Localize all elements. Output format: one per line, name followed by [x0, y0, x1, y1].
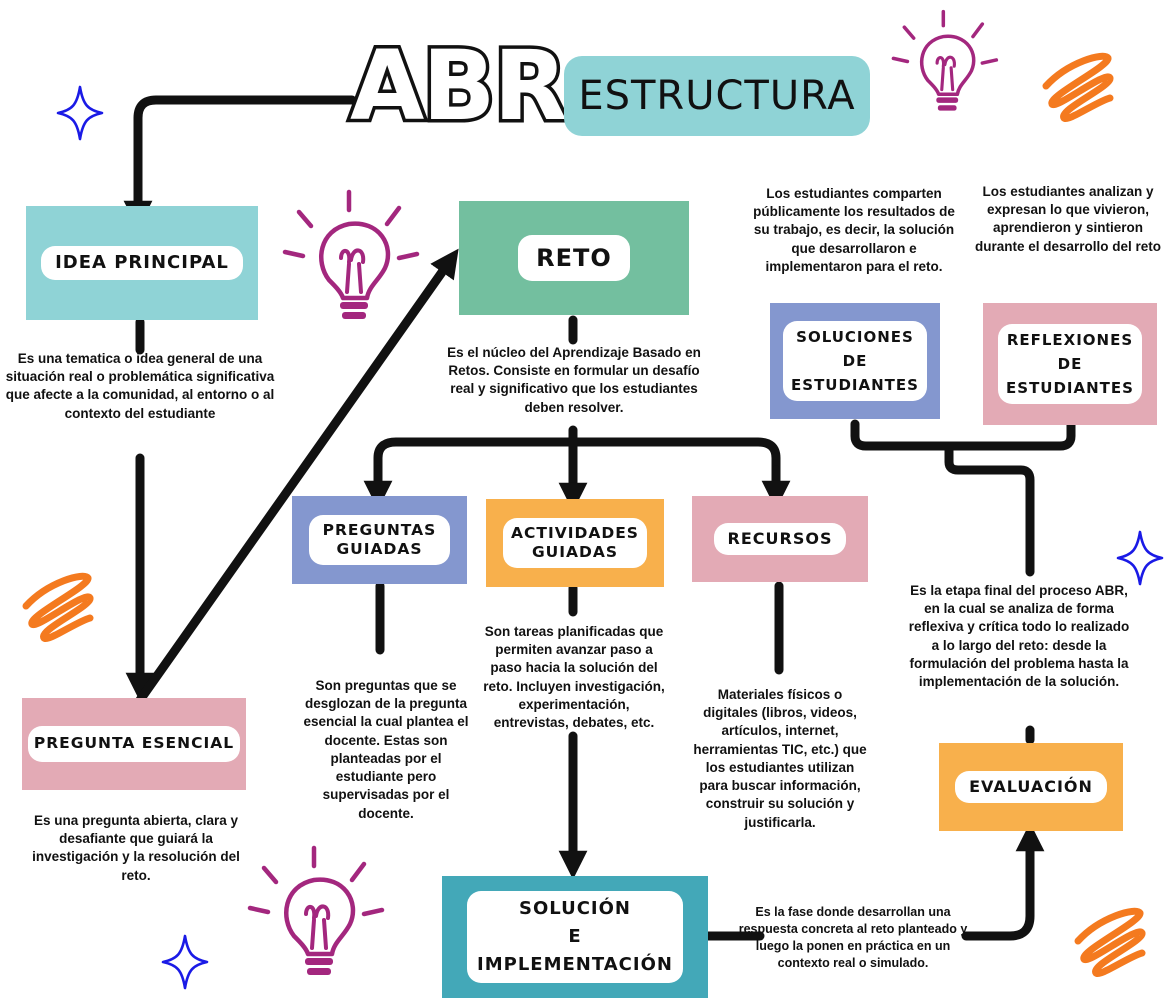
connector-students-bracket [850, 419, 1076, 577]
squiggle-icon [1046, 56, 1110, 118]
solucion-label-line3: IMPLEMENTACIÓN [477, 953, 673, 975]
solucion-label-line1: SOLUCIÓN [519, 898, 631, 920]
actividades-guiadas-label: ACTIVIDADES GUIADAS [503, 517, 647, 569]
soluciones-estudiantes-label: SOLUCIONES DE ESTUDIANTES [783, 321, 927, 401]
recursos-label: RECURSOS [713, 523, 847, 555]
idea-principal-description: Es una tematica o idea general de una si… [5, 351, 275, 421]
connector-pregunta-to-reto [135, 248, 459, 705]
node-preguntas-guiadas: PREGUNTAS GUIADAS [292, 496, 467, 584]
connector-title-to-idea [123, 95, 357, 230]
connector-branch-bar [373, 437, 781, 500]
node-recursos: RECURSOS [692, 496, 868, 582]
reflexiones-estudiantes-label-line2: DE [1057, 355, 1083, 373]
squiggle-icon [1078, 911, 1142, 973]
soluciones-estudiantes-label-line3: ESTUDIANTES [791, 376, 919, 394]
node-soluciones-estudiantes: SOLUCIONES DE ESTUDIANTES [770, 303, 940, 419]
pregunta-esencial-description: Es una pregunta abierta, clara y desafia… [32, 813, 240, 883]
node-reflexiones-estudiantes: REFLEXIONES DE ESTUDIANTES [983, 303, 1157, 425]
soluciones-estudiantes-label-line2: DE [842, 352, 868, 370]
sparkle-icon [56, 85, 104, 141]
reflexiones-estudiantes-label: REFLEXIONES DE ESTUDIANTES [998, 324, 1142, 404]
reflexiones-estudiantes-label-line3: ESTUDIANTES [1006, 379, 1134, 397]
node-solucion-implementacion: SOLUCIÓN E IMPLEMENTACIÓN [442, 876, 708, 998]
lightbulb-icon [285, 192, 417, 319]
reflexiones-estudiantes-description: Los estudiantes analizan y expresan lo q… [974, 184, 1162, 254]
node-evaluacion: EVALUACIÓN [939, 743, 1123, 831]
actividades-guiadas-description: Son tareas planificadas que permiten ava… [483, 624, 665, 731]
node-idea-principal: IDEA PRINCIPAL [26, 206, 258, 320]
reflexiones-estudiantes-label-line1: REFLEXIONES [1006, 331, 1134, 349]
soluciones-estudiantes-label-line1: SOLUCIONES [796, 328, 914, 346]
reto-label: RETO [518, 235, 630, 281]
node-pregunta-esencial: PREGUNTA ESENCIAL [22, 698, 246, 790]
solucion-label-line2: E [568, 926, 582, 948]
node-reto: RETO [459, 201, 689, 315]
pregunta-esencial-label: PREGUNTA ESENCIAL [27, 726, 241, 762]
evaluacion-description: Es la etapa final del proceso ABR, en la… [908, 583, 1130, 690]
recursos-description: Materiales físicos o digitales (libros, … [693, 687, 867, 830]
connector-solucion-to-evaluacion [703, 834, 1030, 941]
actividades-guiadas-label-line2: GUIADAS [531, 543, 619, 561]
reto-description: Es el núcleo del Aprendizaje Basado en R… [447, 345, 701, 415]
sparkle-icon [1116, 530, 1164, 586]
title-abr: ABR [346, 30, 570, 142]
preguntas-guiadas-label: PREGUNTAS GUIADAS [308, 514, 451, 566]
evaluacion-label: EVALUACIÓN [955, 771, 1107, 803]
idea-principal-label: IDEA PRINCIPAL [41, 245, 243, 281]
lightbulb-icon [891, 9, 999, 113]
title-subtitle: ESTRUCTURA [564, 56, 870, 136]
solucion-label: SOLUCIÓN E IMPLEMENTACIÓN [467, 891, 683, 983]
preguntas-guiadas-label-line2: GUIADAS [336, 540, 423, 558]
preguntas-guiadas-label-line1: PREGUNTAS [322, 520, 437, 539]
preguntas-guiadas-description: Son preguntas que se desglozan de la pre… [303, 678, 469, 821]
solucion-description: Es la fase donde desarrollan una respues… [738, 905, 968, 970]
soluciones-estudiantes-description: Los estudiantes comparten públicamente l… [753, 186, 955, 274]
squiggle-icon [26, 576, 90, 638]
node-actividades-guiadas: ACTIVIDADES GUIADAS [486, 499, 664, 587]
actividades-guiadas-label-line1: ACTIVIDADES [511, 523, 639, 542]
sparkle-icon [161, 934, 209, 990]
lightbulb-icon [250, 848, 382, 975]
